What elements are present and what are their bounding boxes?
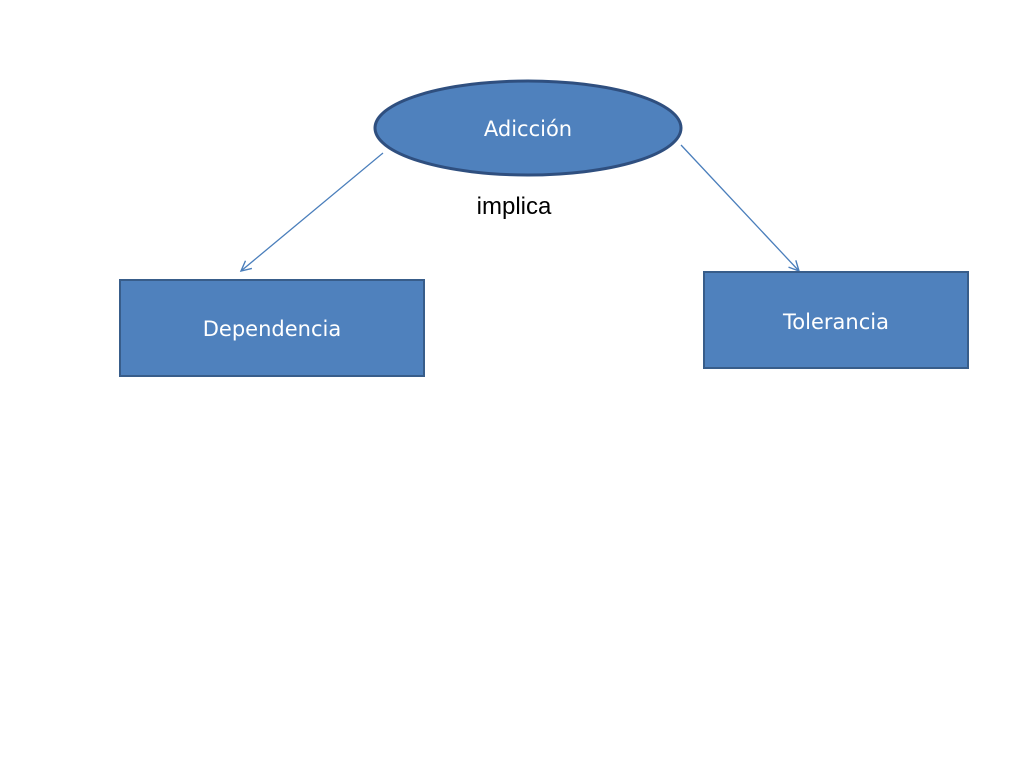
node-adiccion[interactable]: Adicción: [373, 79, 683, 177]
node-tolerancia-label: Tolerancia: [782, 310, 889, 334]
edge-label-implica: implica: [477, 193, 552, 220]
arrow-to-tolerancia: [680, 144, 801, 273]
node-tolerancia[interactable]: Tolerancia: [703, 271, 969, 369]
node-dependencia[interactable]: Dependencia: [119, 279, 425, 377]
node-dependencia-shape: [119, 279, 425, 377]
node-adiccion-shape: [373, 79, 683, 177]
arrow-to-dependencia: [239, 152, 384, 273]
node-dependencia-label: Dependencia: [203, 317, 341, 341]
node-tolerancia-shape: [703, 271, 969, 369]
node-adiccion-label: Adicción: [484, 117, 572, 141]
